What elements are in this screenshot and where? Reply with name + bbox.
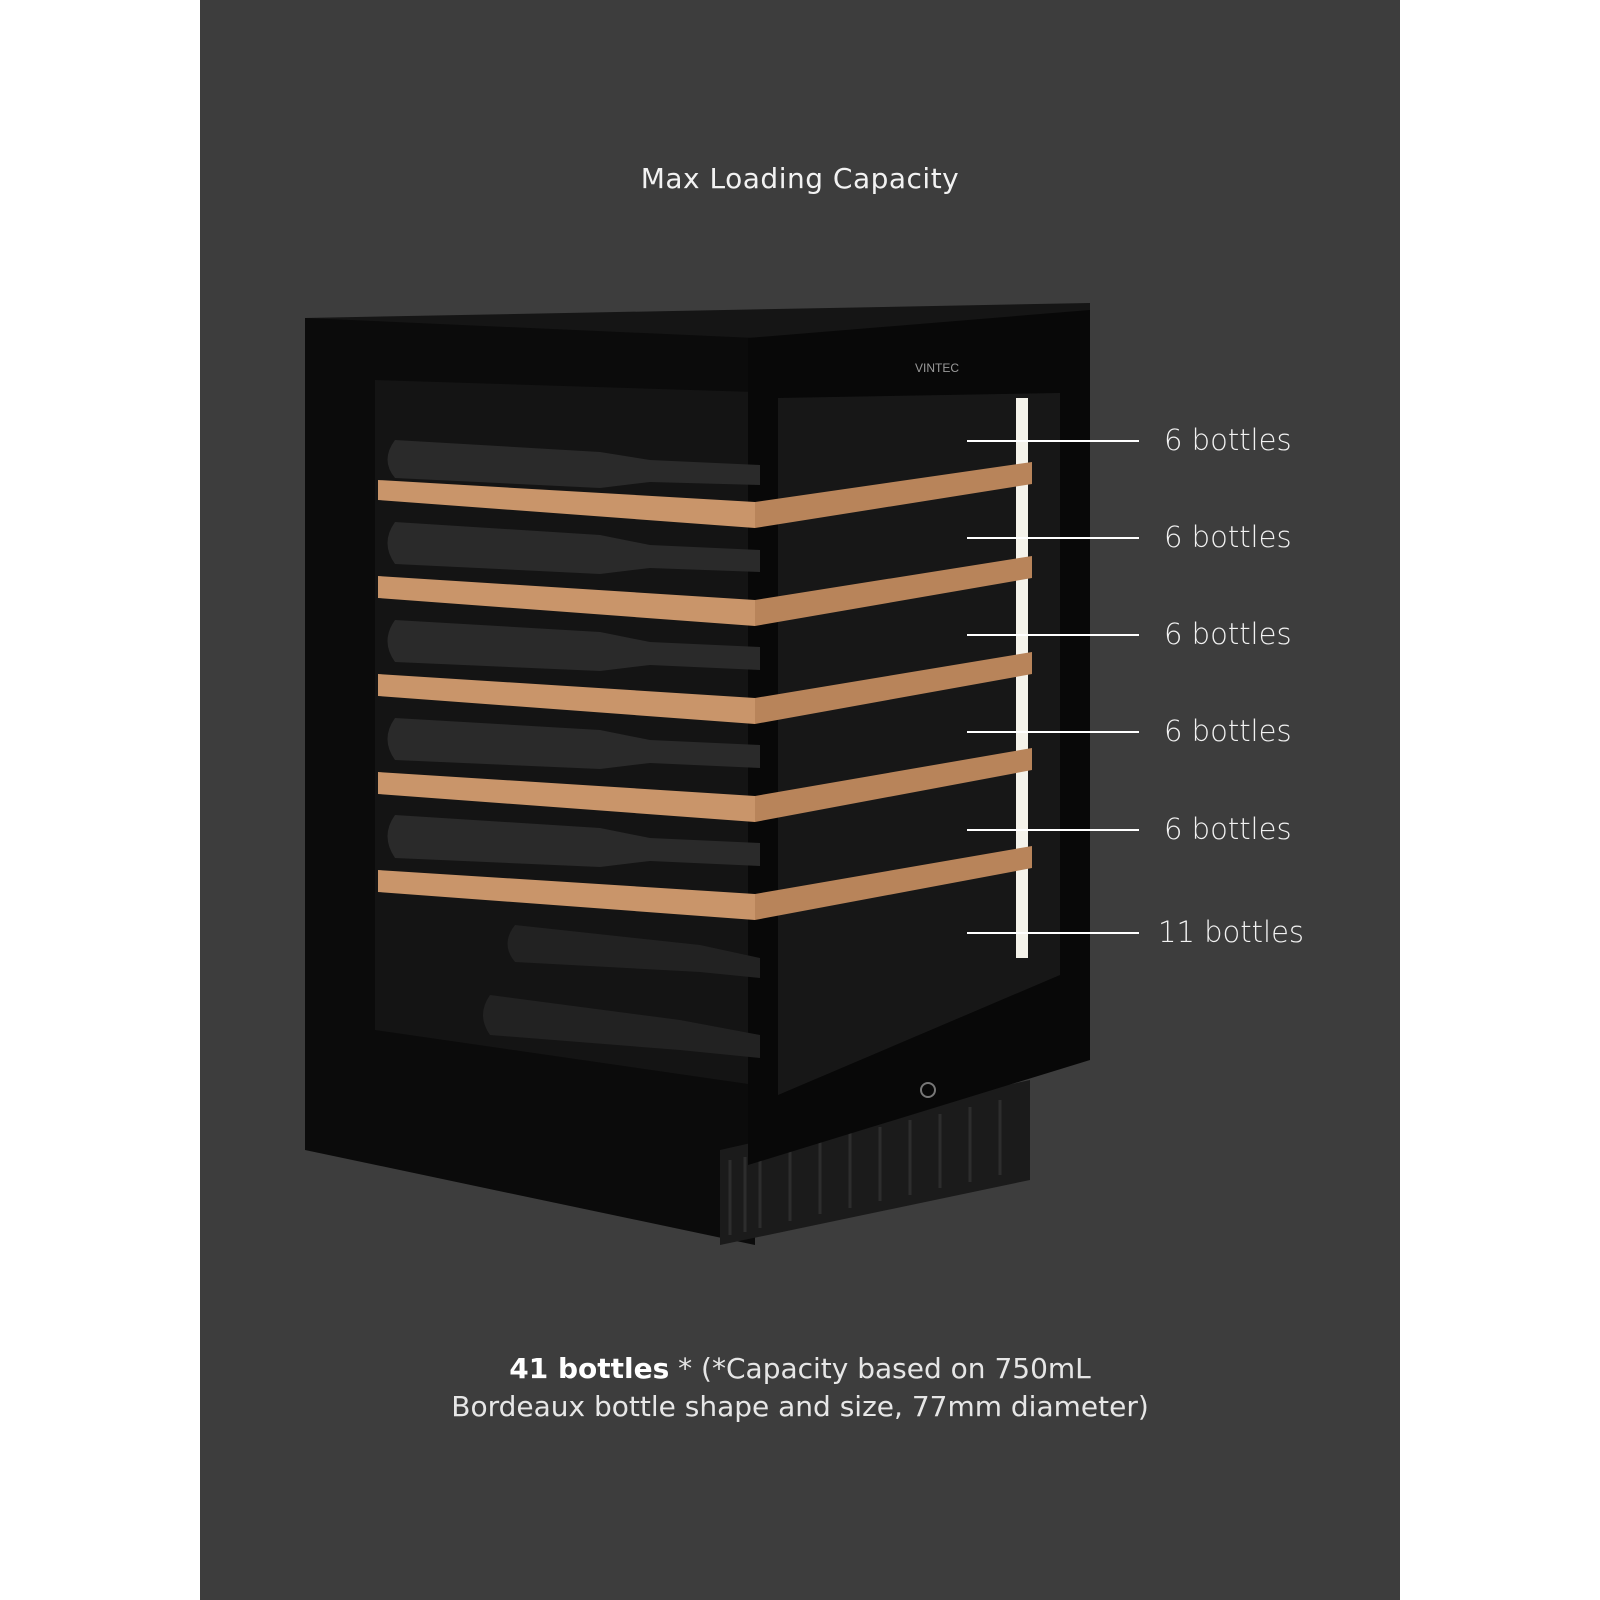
shelf-3	[378, 620, 1032, 724]
shelf-1	[378, 440, 1032, 528]
capacity-footnote: 41 bottles * (*Capacity based on 750mL B…	[0, 1350, 1600, 1426]
footnote-line-1: 41 bottles * (*Capacity based on 750mL	[0, 1350, 1600, 1388]
shelf-label-2: 6 bottles	[1164, 520, 1292, 554]
shelf-5	[378, 815, 1032, 920]
total-capacity: 41 bottles	[509, 1352, 670, 1385]
callout-line-2	[967, 537, 1139, 539]
lock-icon	[920, 1082, 936, 1098]
shelf-label-4: 6 bottles	[1164, 714, 1292, 748]
shelf-label-6: 11 bottles	[1158, 915, 1305, 949]
shelf-4	[378, 718, 1032, 822]
footnote-note-1: * (*Capacity based on 750mL	[678, 1352, 1091, 1385]
vent-grille	[720, 1080, 1030, 1245]
brand-logo: VINTEC	[915, 361, 959, 375]
shelf-6-bottles	[483, 925, 760, 1058]
shelf-label-1: 6 bottles	[1164, 423, 1292, 457]
callout-line-4	[967, 731, 1139, 733]
shelf-2	[378, 522, 1032, 626]
callout-line-6	[967, 932, 1139, 934]
callout-line-3	[967, 634, 1139, 636]
footnote-note-2: Bordeaux bottle shape and size, 77mm dia…	[451, 1390, 1149, 1423]
shelf-label-3: 6 bottles	[1164, 617, 1292, 651]
page-title: Max Loading Capacity	[640, 162, 960, 195]
callout-line-5	[967, 829, 1139, 831]
shelf-label-5: 6 bottles	[1164, 812, 1292, 846]
callout-line-1	[967, 440, 1139, 442]
